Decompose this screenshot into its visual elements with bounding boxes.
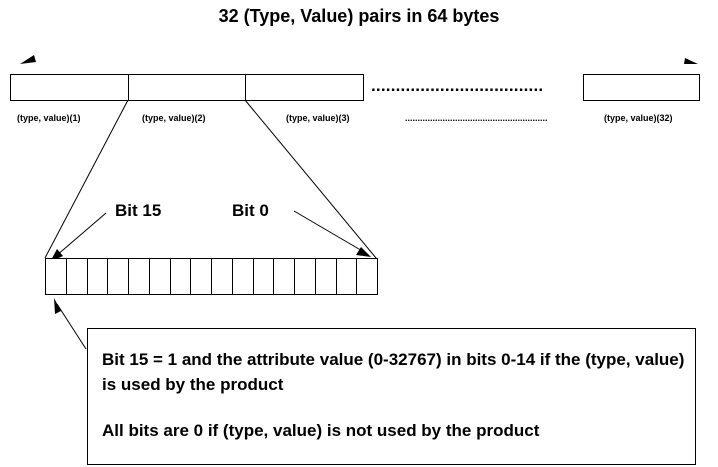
pair-cell-2 bbox=[128, 74, 246, 101]
label-ellipsis: ........................................… bbox=[405, 113, 548, 123]
bit-cell-7 bbox=[211, 258, 233, 295]
bit-cell-10 bbox=[148, 258, 171, 295]
bit-cell-9 bbox=[169, 258, 192, 295]
pair-cell-3 bbox=[245, 74, 364, 101]
pair-label-2: (type, value)(2) bbox=[142, 113, 206, 123]
bit-cell-14 bbox=[65, 258, 88, 295]
bit-register bbox=[45, 258, 378, 295]
bit15-arrow-line bbox=[55, 212, 107, 257]
bit-cell-4 bbox=[273, 258, 295, 295]
bit0-arrow-line bbox=[293, 210, 365, 253]
bit-cell-8 bbox=[190, 258, 212, 295]
top-left-arrowhead bbox=[20, 55, 36, 64]
pair-label-1: (type, value)(1) bbox=[17, 113, 81, 123]
bit-cell-13 bbox=[86, 258, 109, 295]
pair-label-3: (type, value)(3) bbox=[286, 113, 350, 123]
bit0-arrowhead bbox=[356, 247, 371, 257]
pair-label-32: (type, value)(32) bbox=[604, 113, 673, 123]
bit-cell-0 bbox=[356, 258, 378, 295]
diagram-title: 32 (Type, Value) pairs in 64 bytes bbox=[218, 6, 500, 26]
expand-line-right bbox=[244, 99, 377, 259]
pair-cell-32 bbox=[583, 74, 700, 101]
bit-cell-6 bbox=[231, 258, 254, 295]
bit-cell-3 bbox=[294, 258, 316, 295]
bit-cell-15 bbox=[45, 258, 67, 295]
note-box: Bit 15 = 1 and the attribute value (0-32… bbox=[87, 328, 696, 465]
top-right-arrowhead bbox=[684, 58, 698, 64]
bit-cell-12 bbox=[107, 258, 129, 295]
note-arrowhead bbox=[54, 298, 61, 314]
row-ellipsis: ................................... bbox=[371, 76, 544, 95]
bit0-label: Bit 0 bbox=[232, 201, 269, 220]
note-line-unused: All bits are 0 if (type, value) is not u… bbox=[102, 421, 540, 440]
bit-cell-2 bbox=[314, 258, 337, 295]
pair-cell-1 bbox=[10, 74, 129, 101]
note-arrow-line bbox=[56, 303, 87, 350]
bit-cell-5 bbox=[252, 258, 275, 295]
bit-cell-11 bbox=[128, 258, 150, 295]
note-line-used: Bit 15 = 1 and the attribute value (0-32… bbox=[102, 350, 685, 394]
expand-line-left bbox=[44, 99, 129, 259]
bit15-label: Bit 15 bbox=[115, 201, 162, 220]
bit-cell-1 bbox=[335, 258, 358, 295]
